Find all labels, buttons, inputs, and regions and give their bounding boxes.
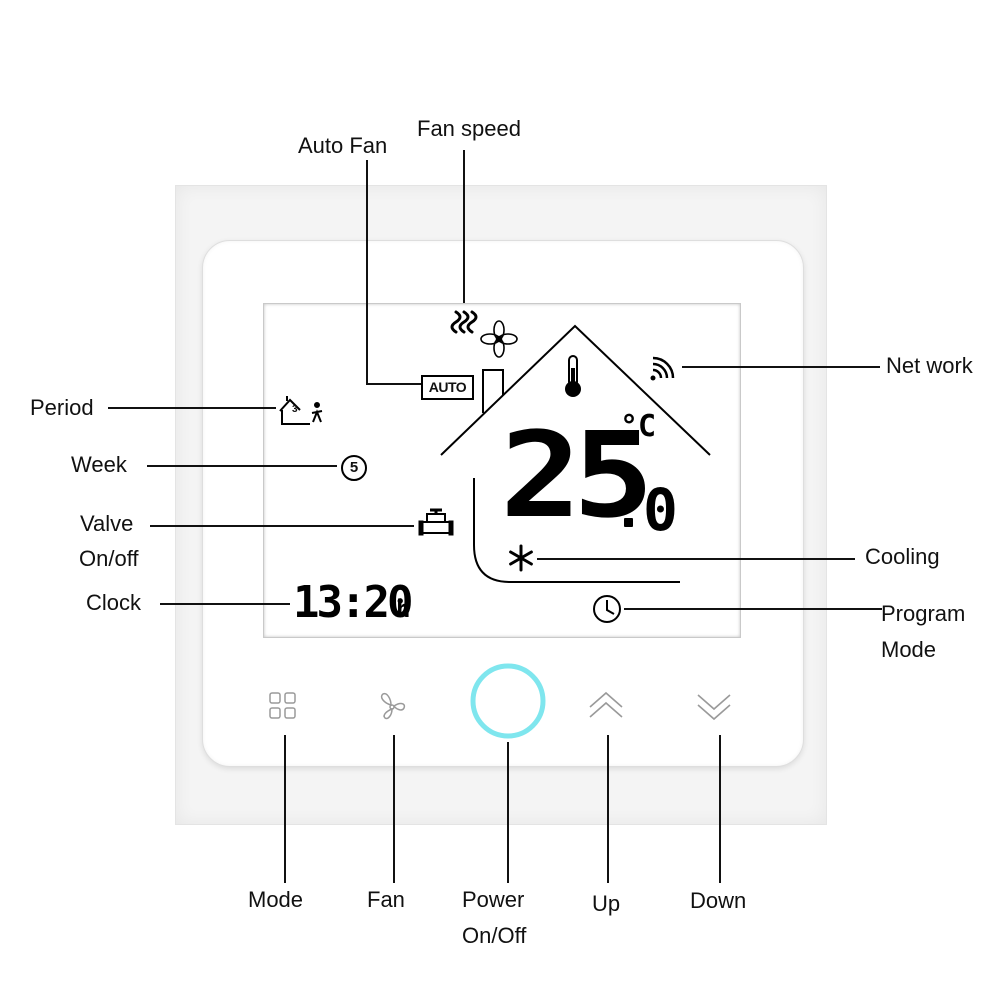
auto-fan-leader-v — [366, 160, 368, 384]
fan-speed-leader — [463, 150, 465, 303]
mode-button[interactable] — [266, 689, 300, 723]
week-day-badge: 5 — [341, 455, 367, 481]
label-auto-fan: Auto Fan — [298, 133, 388, 158]
valve-leader — [150, 525, 414, 527]
house-roof-outline — [440, 324, 711, 456]
clock-readout: 13:20 — [293, 577, 413, 628]
clock-suffix: h — [396, 595, 411, 623]
temperature-integer: 25 — [500, 406, 654, 544]
wifi-signal-icon — [650, 356, 675, 381]
label-clock: Clock — [86, 590, 142, 615]
power-leader — [507, 742, 509, 883]
period-leader — [108, 407, 276, 409]
cooling-leader — [537, 558, 855, 560]
house-period-icon — [279, 396, 323, 425]
label-valve: Valve — [80, 511, 134, 536]
label-cooling: Cooling — [865, 544, 940, 569]
house-chimney — [482, 369, 504, 413]
house-base-outline — [473, 478, 680, 583]
down-button[interactable] — [694, 692, 734, 722]
week-leader — [147, 465, 337, 467]
label-power: Power — [462, 887, 525, 912]
valve-icon — [418, 508, 454, 536]
label-up: Up — [592, 891, 621, 916]
label-fan-speed: Fan speed — [417, 116, 521, 141]
network-leader — [682, 366, 880, 368]
auto-fan-leader-h — [366, 383, 421, 385]
thermometer-icon — [565, 355, 581, 397]
label-valve-onoff: On/off — [79, 546, 139, 571]
temperature-unit: °C — [620, 409, 657, 444]
fan-speed-waves-icon — [450, 310, 478, 334]
clock-leader — [160, 603, 290, 605]
label-program: Program — [881, 601, 966, 626]
four-squares-icon — [269, 692, 296, 719]
decimal-point — [624, 518, 633, 527]
label-period: Period — [30, 395, 94, 420]
chevron-up-icon — [589, 691, 623, 718]
power-button[interactable] — [467, 660, 549, 742]
label-fan: Fan — [367, 887, 405, 912]
clock-icon — [593, 595, 621, 623]
program-leader — [624, 608, 882, 610]
down-leader — [719, 735, 721, 883]
label-week: Week — [71, 452, 127, 477]
auto-fan-badge: AUTO — [421, 375, 474, 400]
label-mode: Mode — [248, 887, 304, 912]
label-program-mode: Mode — [881, 637, 937, 662]
period-number: 3 — [292, 404, 298, 415]
label-down: Down — [690, 888, 747, 913]
snowflake-icon — [509, 544, 533, 572]
label-power-onoff: On/Off — [462, 923, 527, 948]
fan-leader — [393, 735, 395, 883]
fan-outline-icon — [380, 692, 406, 720]
fan-icon — [480, 320, 518, 358]
label-network: Net work — [886, 353, 973, 378]
temperature-decimal: 0 — [643, 476, 678, 544]
up-leader — [607, 735, 609, 883]
mode-leader — [284, 735, 286, 883]
up-button[interactable] — [586, 690, 626, 720]
chevron-down-icon — [697, 694, 731, 721]
power-ring-icon — [470, 663, 546, 739]
fan-button[interactable] — [374, 689, 410, 725]
